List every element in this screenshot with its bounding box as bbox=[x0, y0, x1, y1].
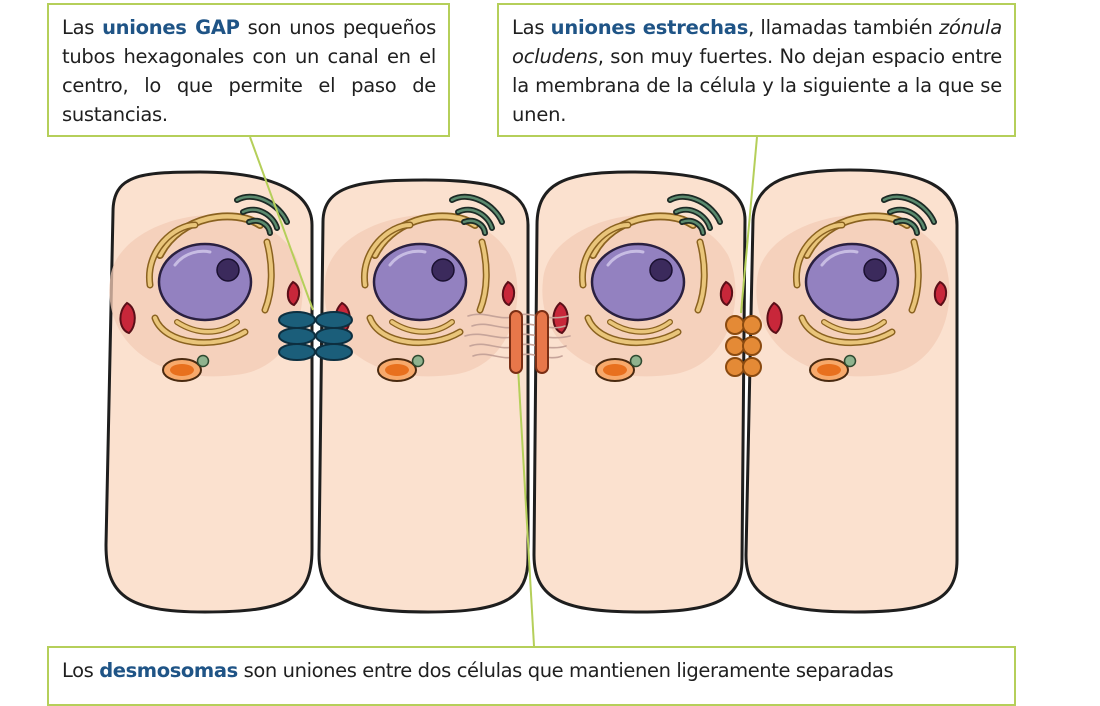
gap-callout-keyword: uniones GAP bbox=[102, 16, 240, 39]
cell-4 bbox=[744, 168, 959, 614]
tight-callout-prefix: Las bbox=[512, 16, 551, 39]
desmosome-callout-line: Los desmosomas son uniones entre dos cél… bbox=[62, 656, 1002, 685]
cell-junctions-diagram bbox=[104, 136, 959, 647]
cell-2 bbox=[317, 178, 530, 614]
desmosome-callout: Los desmosomas son uniones entre dos cél… bbox=[47, 646, 1016, 706]
tight-callout-text: , son muy fuertes. No dejan espacio entr… bbox=[512, 45, 1002, 126]
tight-callout-keyword: uniones estrechas bbox=[550, 16, 749, 39]
tight-callout-latin-term: zónula ocludens bbox=[512, 16, 1003, 68]
tight-junction-icon bbox=[725, 315, 762, 377]
desmo-callout-keyword: desmosomas bbox=[99, 659, 238, 682]
tight-junction-callout: Las uniones estrechas, llamadas también … bbox=[497, 3, 1016, 137]
desmo-callout-text: son uniones entre dos células que mantie… bbox=[237, 659, 894, 682]
gap-junction-callout: Las uniones GAP son unos pequeños tubos … bbox=[47, 3, 450, 137]
gap-callout-text: son unos pequeños tubos hexagonales con … bbox=[62, 16, 436, 126]
desmosome-icon bbox=[464, 310, 571, 374]
gap-junction-icon bbox=[278, 311, 353, 361]
desmo-callout-prefix: Los bbox=[62, 659, 100, 682]
cell-3 bbox=[532, 170, 747, 614]
cell-1 bbox=[104, 170, 314, 614]
callout-leader-lines bbox=[249, 136, 758, 647]
tight-callout-middle: , llamadas también bbox=[748, 16, 939, 39]
gap-callout-prefix: Las bbox=[62, 16, 103, 39]
